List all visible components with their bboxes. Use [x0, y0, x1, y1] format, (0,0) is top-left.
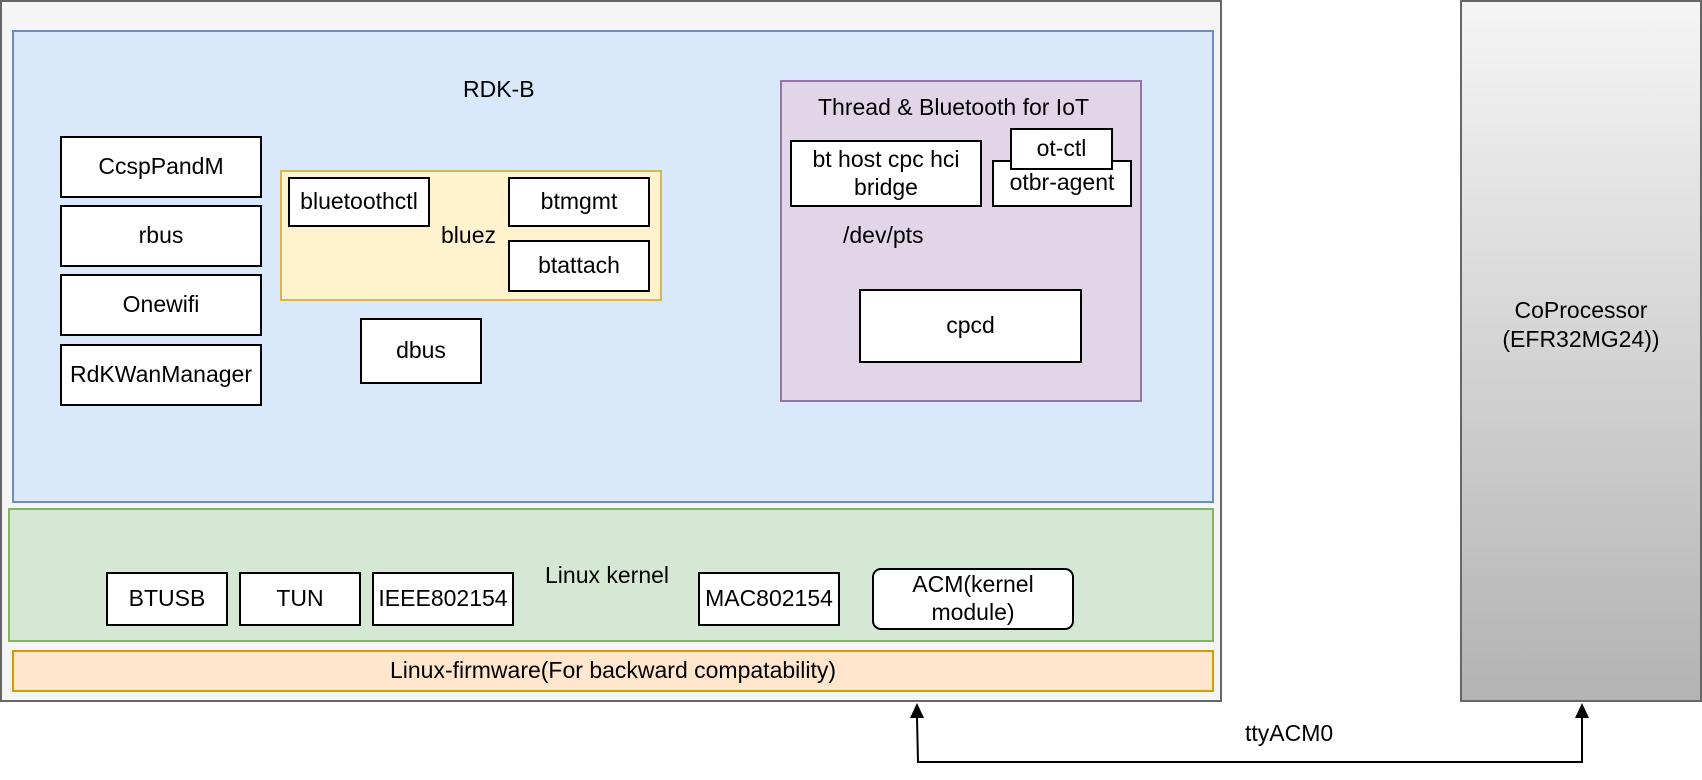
rdkb-title: RDK-B	[463, 76, 535, 102]
coprocessor-box: CoProcessor (EFR32MG24))	[1460, 0, 1702, 702]
ieee802154-box: IEEE802154	[372, 572, 514, 626]
arrowhead-to-coprocessor	[1575, 703, 1589, 718]
otbr-agent-label: otbr-agent	[1009, 169, 1115, 196]
onewifi-box: Onewifi	[60, 274, 262, 336]
bluez-label: bluez	[441, 222, 496, 248]
btusb-box: BTUSB	[106, 572, 228, 626]
dbus-box: dbus	[360, 318, 482, 384]
ot-ctl-box: ot-ctl	[1010, 128, 1113, 170]
ttyacm0-connector-line	[916, 717, 1583, 763]
mac802154-box: MAC802154	[698, 572, 840, 626]
bt-host-cpc-hci-bridge-box: bt host cpc hci bridge	[790, 140, 982, 207]
rdk-wan-manager-box: RdKWanManager	[60, 344, 262, 406]
btattach-box: btattach	[508, 240, 650, 292]
coprocessor-label: CoProcessor (EFR32MG24))	[1502, 297, 1660, 352]
cpcd-box: cpcd	[859, 289, 1082, 363]
btmgmt-box: btmgmt	[508, 177, 650, 227]
ccsp-pandm-box: CcspPandM	[60, 136, 262, 198]
linux-kernel-title: Linux kernel	[545, 562, 670, 588]
rbus-box: rbus	[60, 205, 262, 267]
dev-pts-label: /dev/pts	[843, 222, 924, 248]
linux-firmware-bar: Linux-firmware(For backward compatabilit…	[12, 650, 1214, 692]
arrowhead-to-host	[910, 703, 924, 718]
iot-title: Thread & Bluetooth for IoT	[818, 94, 1090, 120]
acm-kernel-module-box: ACM(kernel module)	[872, 568, 1074, 630]
ttyacm0-label: ttyACM0	[1245, 720, 1334, 746]
tun-box: TUN	[239, 572, 361, 626]
bluetoothctl-box: bluetoothctl	[288, 177, 430, 227]
